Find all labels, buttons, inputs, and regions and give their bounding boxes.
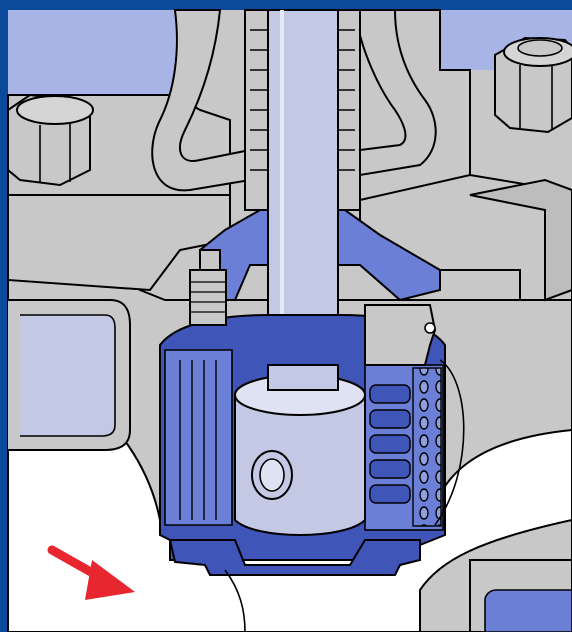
flow-contour-right [434, 359, 465, 526]
cage-flow-holes [412, 367, 442, 527]
flange-side [469, 178, 572, 302]
cage-left-slots [179, 360, 217, 520]
flow-passage [7, 379, 572, 632]
seat-ring [168, 539, 421, 576]
bonnet-flange-left [7, 194, 231, 292]
cage-left-wall [164, 349, 233, 526]
plug [234, 394, 366, 536]
cavity-left-inner [20, 314, 116, 437]
upper-left-gap [8, 10, 175, 95]
stem-plug-joint [267, 364, 339, 391]
flow-contour-left [224, 569, 246, 632]
drawing-area [7, 9, 572, 632]
bonnet-nut-right [494, 36, 572, 134]
bonnet-nut-left [7, 93, 94, 187]
grease-fitting [189, 269, 227, 326]
gland-threads [250, 29, 355, 171]
flow-direction-arrow [47, 545, 135, 600]
grease-fitting-threads [190, 281, 226, 313]
cage-retainer-block [364, 304, 437, 366]
cage-disc-stack [369, 384, 411, 504]
cavity-right-inner [484, 589, 572, 632]
